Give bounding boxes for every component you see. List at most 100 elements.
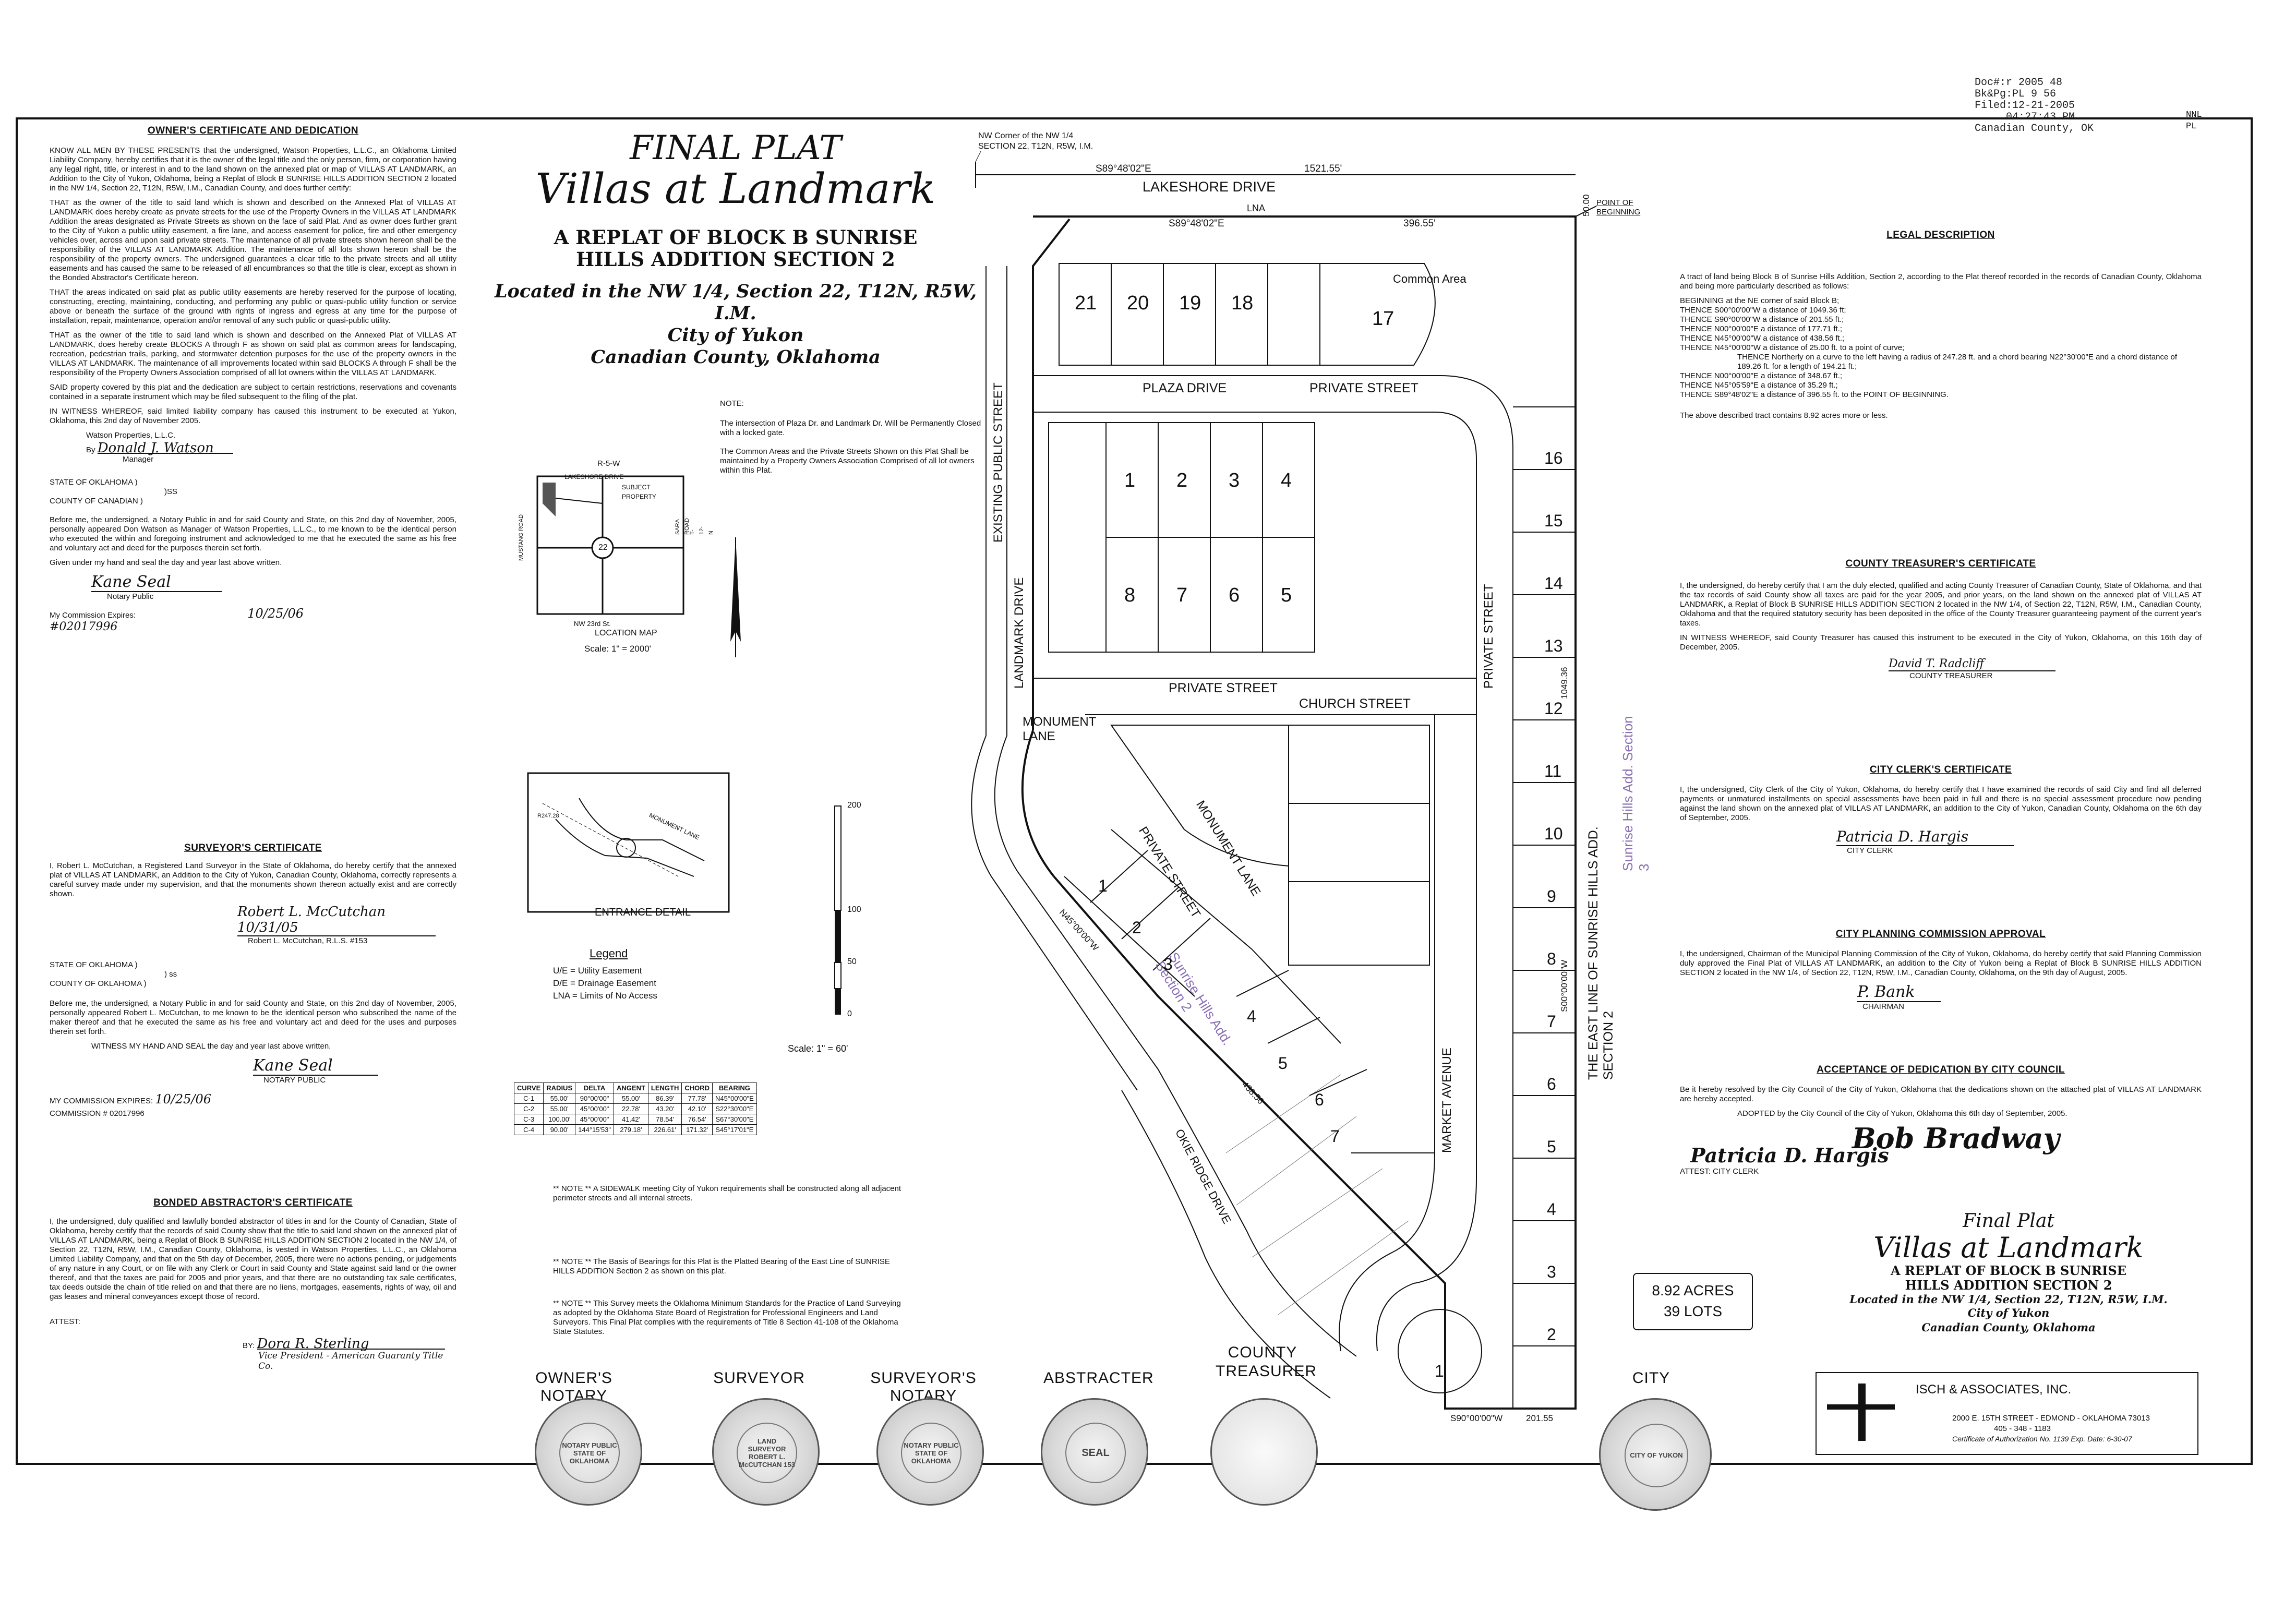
owners-cert-heading: OWNER'S CERTIFICATE AND DEDICATION [147, 125, 359, 136]
council-acceptance: ACCEPTANCE OF DEDICATION BY CITY COUNCIL… [1680, 1064, 2202, 1176]
lot-number: 7 [1176, 584, 1188, 606]
recording-stamp: Doc#:r 2005 48 Bk&Pg:PL 9 56 Filed:12-21… [1975, 77, 2094, 135]
city-seal: CITY OF YUKON [1599, 1398, 1712, 1511]
surveyor-commission-label: MY COMMISSION EXPIRES: [50, 1097, 153, 1105]
seal-label: ABSTRACTER [1043, 1369, 1154, 1387]
market-avenue-label: MARKET AVENUE [1440, 1048, 1454, 1153]
lakeshore-bearing: S89°48'02"E [1096, 163, 1151, 174]
east-distance: 1049.36 [1559, 667, 1569, 699]
curve-cell: 45°00'00" [575, 1103, 615, 1114]
seal-label: COUNTY TREASURER [1216, 1344, 1317, 1380]
legend-item: U/E = Utility Easement [553, 966, 642, 976]
seal-text: NOTARY PUBLIC STATE OF OKLAHOMA [901, 1423, 961, 1483]
landmark-drive-label: LANDMARK DRIVE [1012, 577, 1026, 689]
legal-line: THENCE Northerly on a curve to the left … [1737, 353, 2178, 371]
title-block: FINAL PLAT Villas at Landmark A REPLAT O… [480, 130, 991, 368]
bottom-title-block: Final Plat Villas at Landmark A REPLAT O… [1810, 1210, 2207, 1336]
legal-line: THENCE N45°05'59"E a distance of 35.29 f… [1680, 381, 1838, 390]
seal-text: SEAL [1065, 1423, 1126, 1483]
curve-cell: 77.78' [681, 1093, 713, 1104]
abstractor-cert-heading: BONDED ABSTRACTOR'S CERTIFICATE [153, 1197, 353, 1208]
owner-commission-number: #02017996 [50, 620, 118, 633]
by-label: By [86, 446, 95, 454]
legal-contains: The above described tract contains 8.92 … [1680, 411, 1888, 420]
curve-header: DELTA [575, 1082, 615, 1093]
council-p2: ADOPTED by the City Council of the City … [1737, 1109, 2067, 1118]
scale-bar-drawing [834, 805, 842, 1015]
note-top-1: The intersection of Plaza Dr. and Landma… [720, 419, 981, 437]
lot-number: 8 [1124, 584, 1136, 606]
scale-tick-label: 50 [847, 957, 857, 966]
nw-corner-label: NW Corner of the NW 1/4 [978, 131, 1074, 140]
surveyor-cert-p1: I, Robert L. McCutchan, a Registered Lan… [50, 861, 456, 898]
church-street-label: CHURCH STREET [1299, 696, 1411, 711]
scale-label: Scale: 1" = 60' [788, 1043, 848, 1054]
lot-number: 4 [1247, 1007, 1256, 1026]
curve-header: CURVE [513, 1082, 544, 1093]
owners-company: Watson Properties, L.L.C. [86, 431, 176, 440]
lot-number: 1 [1435, 1362, 1444, 1380]
curve-data-table: CURVE RADIUS DELTA ANGENT LENGTH CHORD B… [513, 1082, 757, 1135]
surveyor-county: COUNTY OF OKLAHOMA ) [50, 979, 147, 988]
stamp-line: Doc#:r 2005 48 [1975, 77, 2063, 89]
bottom-title-county: Canadian County, Oklahoma [1921, 1321, 2096, 1334]
legal-line: THENCE S90°00'00"W a distance of 201.55 … [1680, 315, 1844, 324]
plaza-drive-label: PLAZA DRIVE [1143, 381, 1227, 395]
lot-number: 2 [1132, 918, 1141, 937]
bottom-title-final: Final Plat [1963, 1210, 2054, 1232]
lakeshore-distance: 1521.55' [1304, 163, 1342, 174]
stamp-line: Bk&Pg:PL 9 56 [1975, 88, 2057, 100]
legal-line: BEGINNING at the NE corner of said Block… [1680, 296, 1840, 305]
owners-cert-p5: SAID property covered by this plat and t… [50, 383, 456, 401]
curve-table: CURVE RADIUS DELTA ANGENT LENGTH CHORD B… [513, 1082, 757, 1135]
lot-number: 11 [1544, 762, 1562, 780]
lot-number: 6 [1547, 1075, 1556, 1093]
curve-cell: 226.61' [647, 1124, 682, 1135]
map-bottom-road: NW 23rd St. [574, 620, 611, 628]
abstractor-cert-p1: I, the undersigned, duly qualified and l… [50, 1217, 456, 1301]
curve-cell: S67°30'00"E [712, 1114, 757, 1125]
curve-cell: 144°15'53" [575, 1124, 615, 1135]
owners-cert-p1: KNOW ALL MEN BY THESE PRESENTS that the … [50, 146, 456, 193]
firm-address: 2000 E. 15TH STREET - EDMOND - OKLAHOMA … [1952, 1414, 2150, 1423]
scale-tick-label: 200 [847, 801, 861, 810]
surveyor-notary-label: NOTARY PUBLIC [263, 1076, 326, 1085]
lot-number: 4 [1281, 470, 1292, 491]
curve-cell: C-1 [513, 1093, 544, 1104]
curve-cell: S22°30'00"E [712, 1103, 757, 1114]
sunrise-section-3-label: Sunrise Hills Add. Section 3 [1620, 716, 1652, 871]
treasurer-p2: IN WITNESS WHEREOF, said County Treasure… [1680, 633, 2202, 652]
curve-cell: C-3 [513, 1114, 544, 1125]
council-attest: ATTEST: CITY CLERK [1680, 1167, 1759, 1176]
owner-ss: )SS [164, 487, 178, 496]
lot-number: 8 [1547, 949, 1556, 968]
map-mustang: MUSTANG ROAD [518, 514, 524, 561]
treasurer-heading: COUNTY TREASURER'S CERTIFICATE [1845, 558, 2036, 569]
lot-number: 7 [1547, 1012, 1556, 1031]
curve-cell: N45°00'00"E [712, 1093, 757, 1104]
bottom-distance: 201.55 [1526, 1413, 1553, 1423]
title-location: Located in the NW 1/4, Section 22, T12N,… [494, 281, 977, 324]
owner-signature: Donald J. Watson [97, 441, 233, 455]
surveyor-ss: ) ss [164, 970, 177, 979]
top-bearing: S89°48'02"E [1169, 218, 1224, 229]
title-name: Villas at Landmark [535, 164, 936, 213]
bottom-title-location: Located in the NW 1/4, Section 22, T12N,… [1849, 1293, 2168, 1306]
acres-value: 8.92 ACRES [1652, 1282, 1734, 1298]
lna-label: LNA [1247, 203, 1266, 213]
surveyor-cert-heading: SURVEYOR'S CERTIFICATE [184, 843, 322, 853]
planning-commission: CITY PLANNING COMMISSION APPROVAL I, the… [1680, 929, 2202, 1012]
curve-cell: S45°17'01"E [712, 1124, 757, 1135]
right-distance: 50.00 [1581, 194, 1591, 216]
curve-header: RADIUS [543, 1082, 576, 1093]
curve-cell: 55.00' [543, 1103, 576, 1114]
title-final-plat: FINAL PLAT [630, 129, 842, 167]
bottom-title-name: Villas at Landmark [1873, 1231, 2144, 1264]
planning-p1: I, the undersigned, Chairman of the Muni… [1680, 949, 2202, 977]
map-lakeshore: LAKESHORE DRIVE [564, 473, 624, 480]
treasurer-certificate: COUNTY TREASURER'S CERTIFICATE I, the un… [1680, 558, 2202, 681]
abstractor-signature: Dora R. Sterling [257, 1337, 445, 1351]
lot-number: 3 [1229, 470, 1240, 491]
